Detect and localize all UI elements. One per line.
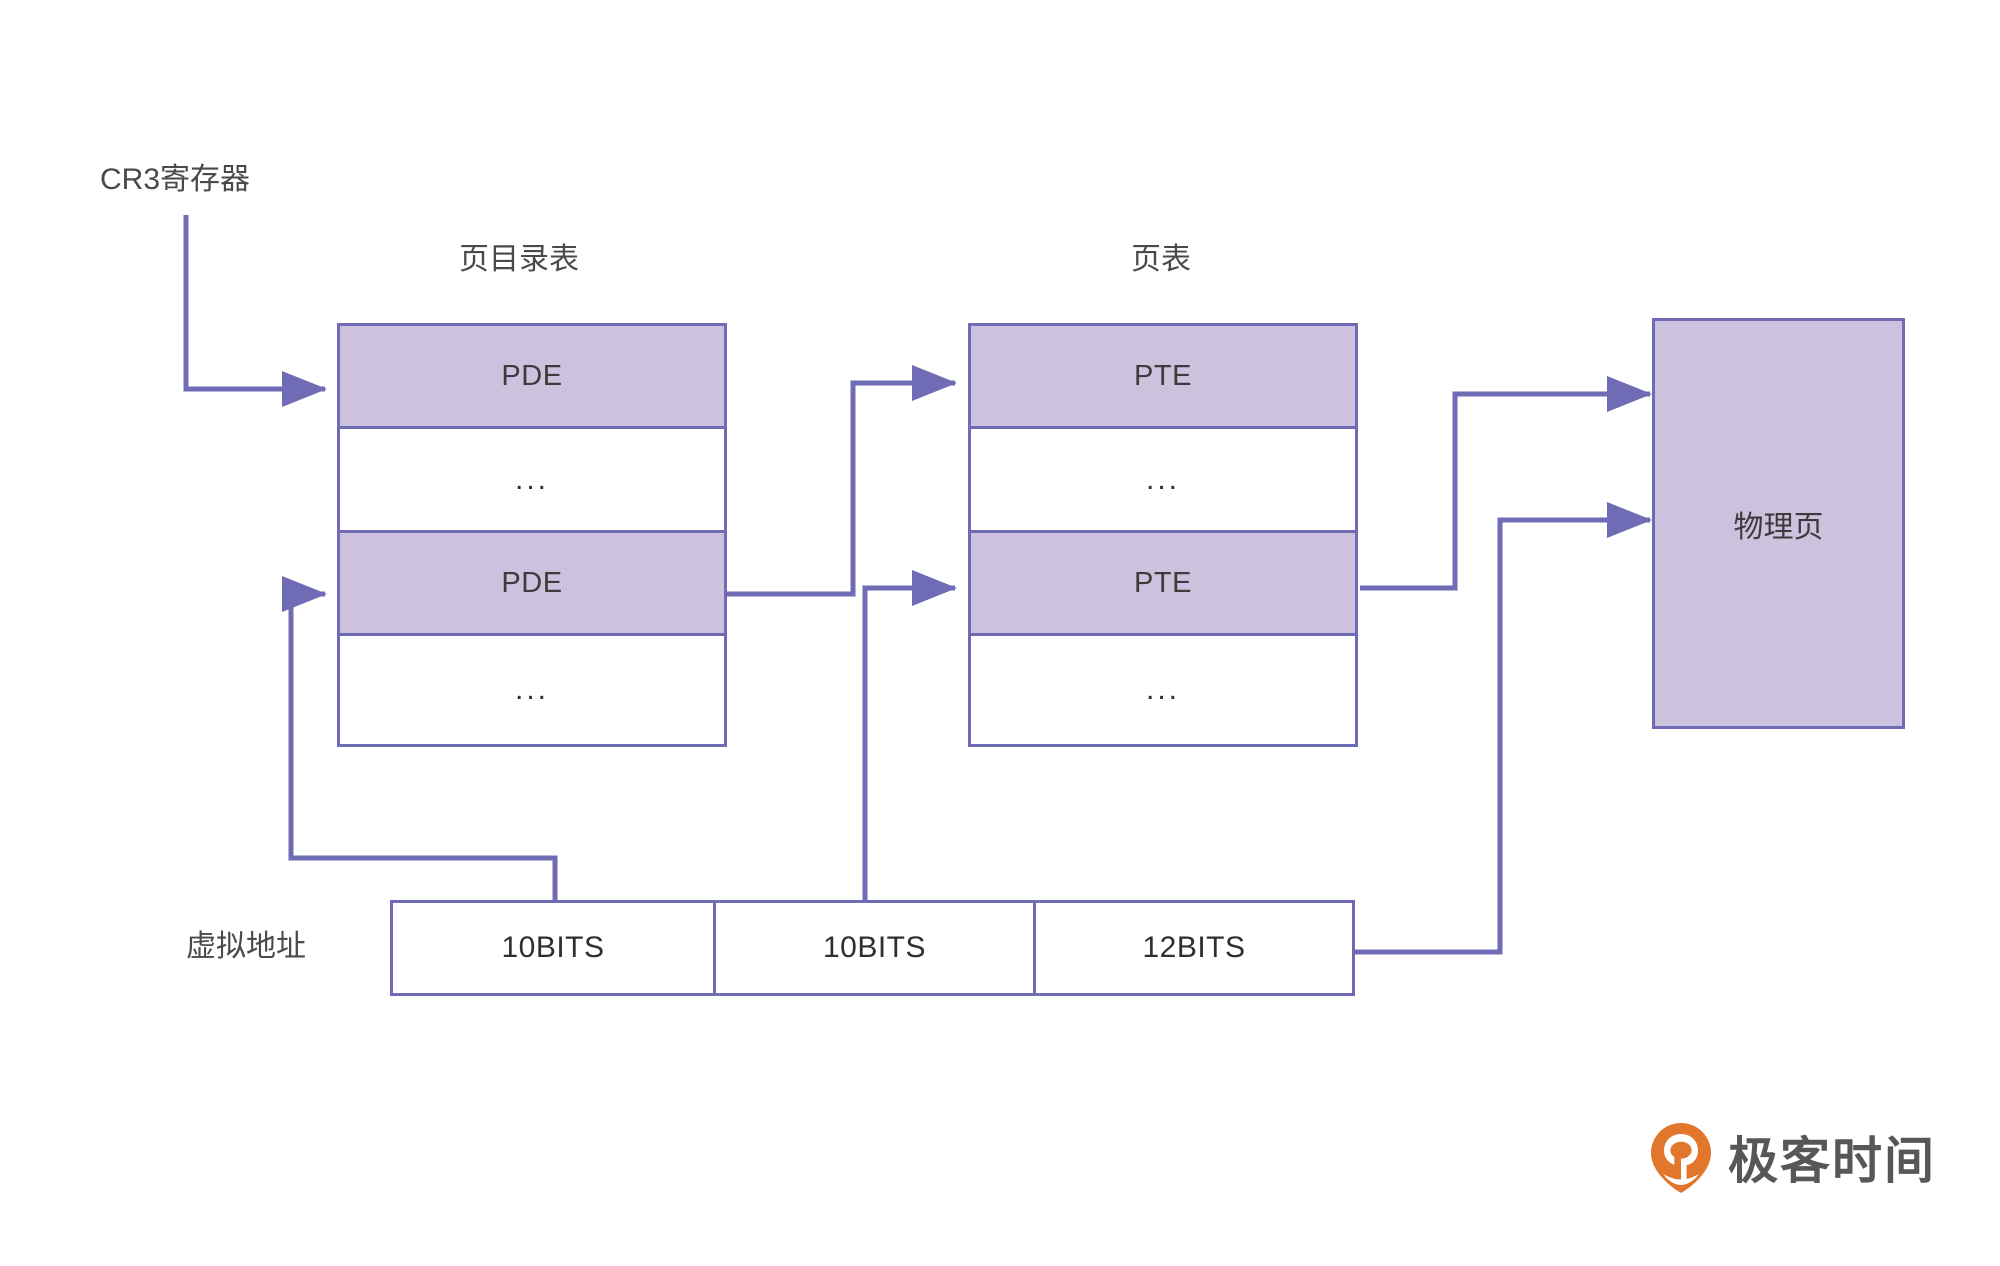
page-table-title: 页表 (1131, 243, 1191, 276)
physical-page-box[interactable]: 物理页 (1652, 318, 1905, 729)
page-directory-table: PDE ... PDE ... (337, 323, 727, 747)
virtual-address-field-0-label: 10BITS (501, 931, 605, 964)
page-table-row-1-label: ... (1145, 462, 1180, 496)
virtual-address-field-1-label: 10BITS (822, 931, 927, 964)
page-table-row-2[interactable]: PTE (971, 533, 1355, 636)
page-table: PTE ... PTE ... (968, 323, 1358, 747)
wire-pte2-to-physpage (1360, 376, 1652, 591)
virtual-address-field-2[interactable]: 12BITS (1033, 903, 1352, 993)
page-table-row-0[interactable]: PTE (971, 326, 1355, 429)
page-directory-row-3[interactable]: ... (340, 636, 724, 744)
page-table-row-2-label: PTE (1134, 566, 1192, 599)
page-table-row-0-label: PTE (1134, 359, 1192, 392)
virtual-address-label: 虚拟地址 (186, 930, 306, 963)
wire-vaddr3-to-physpage (1355, 502, 1652, 955)
page-directory-row-0[interactable]: PDE (340, 326, 724, 429)
page-directory-row-2-label: PDE (501, 566, 563, 599)
page-table-row-1[interactable]: ... (971, 429, 1355, 533)
wire-vaddr2-to-pte2 (862, 570, 957, 903)
page-directory-row-1[interactable]: ... (340, 429, 724, 533)
physical-page-label: 物理页 (1733, 510, 1824, 544)
virtual-address-field-1[interactable]: 10BITS (713, 903, 1033, 993)
wire-pde2-to-pte1 (727, 365, 957, 597)
page-directory-row-2[interactable]: PDE (340, 533, 724, 636)
virtual-address-bar: 10BITS 10BITS 12BITS (390, 900, 1355, 996)
wire-cr3-to-pde1 (183, 215, 327, 407)
brand-watermark: 极客时间 (1650, 1122, 1936, 1199)
virtual-address-field-2-label: 12BITS (1142, 931, 1246, 964)
geektime-pin-icon (1650, 1122, 1712, 1199)
brand-name: 极客时间 (1728, 1132, 1936, 1189)
page-directory-title: 页目录表 (459, 243, 579, 276)
page-table-row-3[interactable]: ... (971, 636, 1355, 744)
page-directory-row-3-label: ... (514, 673, 549, 706)
cr3-register-label: CR3寄存器 (100, 163, 251, 196)
page-directory-row-0-label: PDE (501, 359, 563, 392)
page-table-row-3-label: ... (1145, 673, 1180, 706)
virtual-address-field-0[interactable]: 10BITS (393, 903, 713, 993)
page-directory-row-1-label: ... (514, 462, 549, 496)
